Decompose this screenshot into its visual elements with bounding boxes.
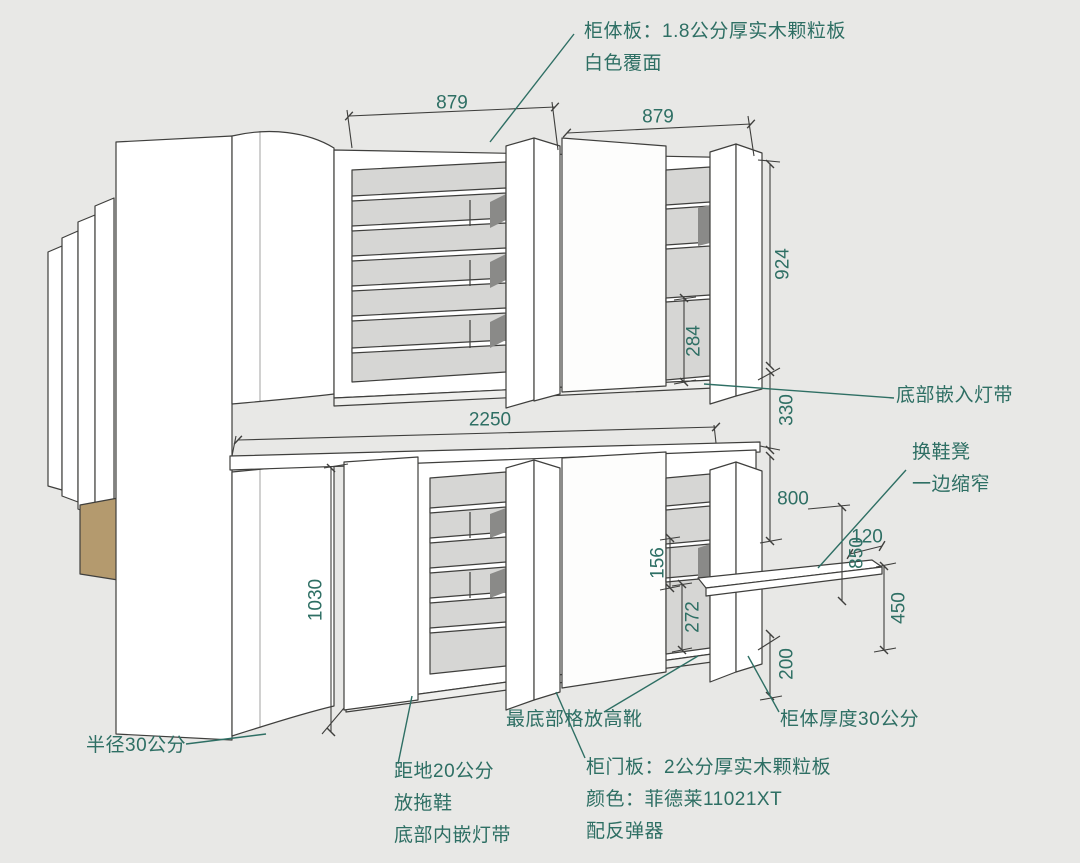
label-door-board-material: 柜门板：2公分厚实木颗粒板 — [586, 757, 832, 778]
dim-floor-gap-200: 200 — [776, 648, 798, 680]
lower-cabinet — [343, 449, 763, 713]
dim-upper-width-left: 879 — [436, 92, 468, 114]
label-cabinet-board-surface: 白色覆面 — [584, 53, 663, 74]
label-shoe-bench: 换鞋凳 — [912, 442, 971, 463]
wood-stool-block — [79, 497, 119, 581]
label-door-color: 颜色：菲德莱11021XT — [586, 789, 783, 810]
dim-door-height-1030: 1030 — [305, 578, 327, 622]
left-door-panels — [47, 135, 233, 741]
label-bottom-light-strip: 底部嵌入灯带 — [896, 385, 1014, 406]
dim-shelf-gap-156: 156 — [647, 547, 669, 579]
label-cabinet-thickness: 柜体厚度30公分 — [780, 709, 920, 730]
label-slippers: 放拖鞋 — [394, 793, 453, 814]
label-door-rebound-device: 配反弹器 — [586, 821, 665, 842]
label-cabinet-board-material: 柜体板：1.8公分厚实木颗粒板 — [584, 21, 846, 42]
cabinet-structure — [47, 130, 883, 741]
dim-upper-width-right: 879 — [642, 106, 674, 128]
label-floor-gap: 距地20公分 — [394, 761, 495, 782]
curved-corner-doors — [231, 130, 335, 737]
dim-upper-height-924: 924 — [772, 248, 794, 280]
upper-cabinet — [333, 137, 763, 409]
leader-lines — [185, 33, 907, 765]
left-end-panel — [115, 135, 233, 741]
label-bottom-inner-light: 底部内嵌灯带 — [394, 825, 512, 846]
dim-boot-space-272: 272 — [682, 601, 704, 633]
dim-bench-end-120: 120 — [851, 526, 883, 548]
dimension-lines — [231, 101, 897, 737]
dim-bench-height-450: 450 — [888, 592, 910, 624]
dim-shelf-gap-284: 284 — [683, 325, 705, 357]
lower-left-door — [343, 456, 419, 711]
label-bench-narrow-side: 一边缩窄 — [912, 474, 991, 495]
label-corner-radius: 半径30公分 — [86, 735, 187, 756]
dim-middle-gap-330: 330 — [776, 394, 798, 426]
upper-door-face — [561, 137, 667, 393]
lower-door-face — [561, 451, 667, 689]
label-boot-compartment: 最底部格放高靴 — [506, 709, 643, 730]
dim-height-800: 800 — [777, 488, 809, 510]
dim-open-span-2250: 2250 — [468, 409, 512, 431]
